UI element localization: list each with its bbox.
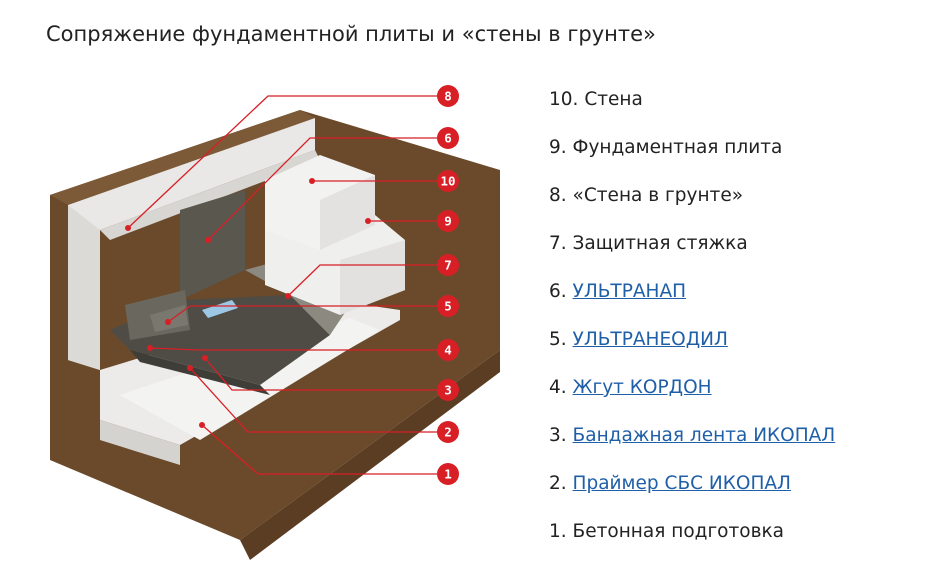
legend-number: 6.: [549, 281, 567, 302]
legend-label: Фундаментная плита: [572, 137, 783, 158]
marker-badge: 10: [437, 170, 459, 192]
svg-text:5: 5: [444, 299, 452, 314]
marker-badge: 2: [437, 421, 459, 443]
legend-item: 10. Стена: [549, 86, 835, 134]
marker-badge: 5: [437, 295, 459, 317]
legend-item: 6. УЛЬТРАНАП: [549, 278, 835, 326]
page-title: Сопряжение фундаментной плиты и «стены в…: [46, 22, 656, 46]
legend-number: 3.: [549, 425, 567, 446]
product-link-ultraneodil[interactable]: УЛЬТРАНЕОДИЛ: [572, 329, 728, 350]
legend-label: «Стена в грунте»: [572, 185, 744, 206]
marker-badges: 8 6 10 9 7 5 4 3: [437, 85, 459, 485]
leader-dots: [125, 178, 371, 428]
legend-list: 10. Стена 9. Фундаментная плита 8. «Стен…: [549, 86, 835, 566]
legend-label: Стена: [584, 89, 643, 110]
marker-badge: 1: [437, 463, 459, 485]
product-link-kordon[interactable]: Жгут КОРДОН: [572, 377, 712, 398]
legend-number: 4.: [549, 377, 567, 398]
legend-item: 1. Бетонная подготовка: [549, 518, 835, 566]
product-link-ultranap[interactable]: УЛЬТРАНАП: [572, 281, 687, 302]
legend-item: 2. Праймер СБС ИКОПАЛ: [549, 470, 835, 518]
waterstop-strip: [202, 300, 238, 318]
membrane-horizontal: [110, 290, 330, 395]
legend-number: 5.: [549, 329, 567, 350]
svg-text:8: 8: [444, 89, 452, 104]
marker-badge: 4: [437, 339, 459, 361]
foundation-diagram: 8 6 10 9 7 5 4 3: [50, 85, 500, 560]
leader-lines: [127, 95, 440, 475]
legend-item: 5. УЛЬТРАНЕОДИЛ: [549, 326, 835, 374]
legend-number: 8.: [549, 185, 567, 206]
legend-label: Бетонная подготовка: [572, 521, 785, 542]
marker-badge: 9: [437, 210, 459, 232]
svg-text:3: 3: [444, 383, 452, 398]
product-link-bandage-tape[interactable]: Бандажная лента ИКОПАЛ: [572, 425, 836, 446]
legend-item: 8. «Стена в грунте»: [549, 182, 835, 230]
legend-item: 4. Жгут КОРДОН: [549, 374, 835, 422]
svg-text:2: 2: [444, 425, 452, 440]
legend-item: 9. Фундаментная плита: [549, 134, 835, 182]
svg-text:10: 10: [440, 174, 455, 189]
legend-item: 7. Защитная стяжка: [549, 230, 835, 278]
legend-item: 3. Бандажная лента ИКОПАЛ: [549, 422, 835, 470]
legend-number: 10.: [549, 89, 579, 110]
marker-badge: 8: [437, 85, 459, 107]
svg-text:4: 4: [444, 343, 452, 358]
marker-badge: 3: [437, 379, 459, 401]
svg-text:9: 9: [444, 214, 452, 229]
legend-number: 1.: [549, 521, 567, 542]
legend-number: 2.: [549, 473, 567, 494]
svg-text:6: 6: [444, 131, 452, 146]
legend-number: 7.: [549, 233, 567, 254]
marker-badge: 7: [437, 254, 459, 276]
legend-number: 9.: [549, 137, 567, 158]
membrane-vertical: [180, 190, 245, 300]
product-link-primer[interactable]: Праймер СБС ИКОПАЛ: [572, 473, 791, 494]
marker-badge: 6: [437, 127, 459, 149]
wall-block: [265, 155, 375, 250]
svg-text:7: 7: [444, 258, 452, 273]
legend-label: Защитная стяжка: [572, 233, 748, 254]
svg-text:1: 1: [444, 467, 452, 482]
